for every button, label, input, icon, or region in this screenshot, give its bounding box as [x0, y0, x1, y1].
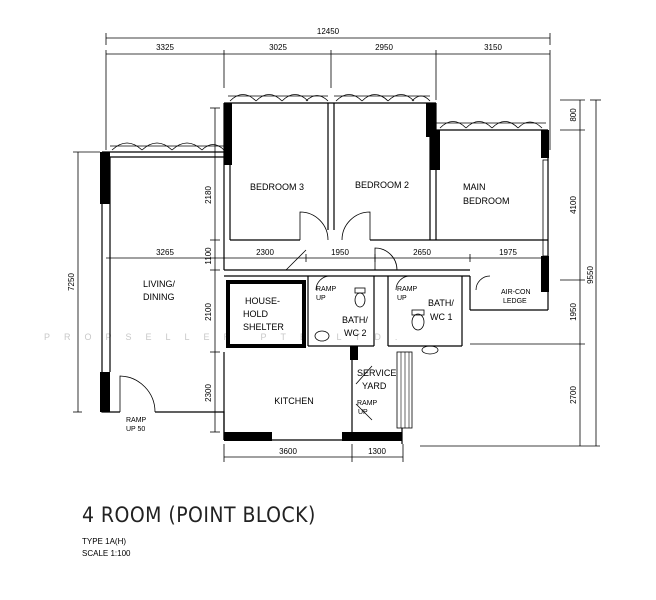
- dim-left-1: 2180: [204, 186, 213, 204]
- dim-right-1: 800: [569, 108, 578, 122]
- label-living-1: LIVING/: [143, 279, 176, 289]
- label-ramp-yard-2: UP: [358, 409, 368, 416]
- label-ramp-yard-1: RAMP: [357, 400, 378, 407]
- plan-type: TYPE 1A(H): [82, 537, 127, 546]
- dim-mid-3: 1950: [331, 248, 349, 257]
- dim-top-2: 3025: [269, 43, 287, 52]
- dim-right-3: 1950: [569, 303, 578, 321]
- label-bath2-1: BATH/: [342, 315, 368, 325]
- label-living-2: DINING: [143, 292, 175, 302]
- plan-title: 4 ROOM (POINT BLOCK): [82, 503, 316, 527]
- dim-mid-4: 2650: [413, 248, 431, 257]
- dim-left-4: 2300: [204, 384, 213, 402]
- plan-scale: SCALE 1:100: [82, 549, 131, 558]
- label-bedroom-3: BEDROOM 3: [250, 182, 304, 192]
- dim-left-total: 7250: [67, 273, 76, 291]
- dim-top-4: 3150: [484, 43, 502, 52]
- label-kitchen: KITCHEN: [274, 396, 314, 406]
- dim-mid-1: 3265: [156, 248, 174, 257]
- label-service-1: SERVICE: [357, 368, 396, 378]
- label-aircon-1: AIR-CON: [501, 289, 531, 296]
- label-bath2-2: WC 2: [344, 328, 367, 338]
- label-main-bedroom-2: BEDROOM: [463, 196, 510, 206]
- walls: [101, 102, 549, 444]
- label-shelter-1: HOUSE-: [245, 296, 280, 306]
- dim-left-3: 2100: [204, 303, 213, 321]
- dim-top-3: 2950: [375, 43, 393, 52]
- dim-overall-width: 12450: [317, 27, 340, 36]
- label-ramp-50-2: UP 50: [126, 426, 145, 433]
- label-bedroom-2: BEDROOM 2: [355, 180, 409, 190]
- dim-right-4: 2700: [569, 386, 578, 404]
- fixtures: [314, 287, 439, 355]
- label-bath1-2: WC 1: [430, 312, 453, 322]
- label-main-bedroom-1: MAIN: [463, 182, 486, 192]
- dim-mid-2: 2300: [256, 248, 274, 257]
- watermark: PROPSELLER PTE LTD.: [44, 332, 411, 342]
- dim-bottom-2: 1300: [368, 447, 386, 456]
- label-ramp-bath1-2: UP: [397, 295, 407, 302]
- windows: [110, 94, 549, 257]
- dim-right-2: 4100: [569, 196, 578, 214]
- door-swings: [119, 211, 491, 421]
- label-shelter-2: HOLD: [243, 309, 269, 319]
- label-ramp-50-1: RAMP: [126, 417, 147, 424]
- dim-right-total: 9550: [586, 266, 595, 284]
- columns: [100, 103, 549, 441]
- label-ramp-bath2-1: RAMP: [316, 286, 337, 293]
- label-ramp-bath1-1: RAMP: [397, 286, 418, 293]
- label-shelter-3: SHELTER: [243, 322, 284, 332]
- dim-left-2: 1100: [204, 247, 213, 265]
- dim-bottom-1: 3600: [279, 447, 297, 456]
- label-ramp-bath2-2: UP: [316, 295, 326, 302]
- label-service-2: YARD: [362, 381, 387, 391]
- label-aircon-2: LEDGE: [503, 298, 527, 305]
- dim-top-1: 3325: [156, 43, 174, 52]
- label-bath1-1: BATH/: [428, 298, 454, 308]
- dim-mid-5: 1975: [499, 248, 517, 257]
